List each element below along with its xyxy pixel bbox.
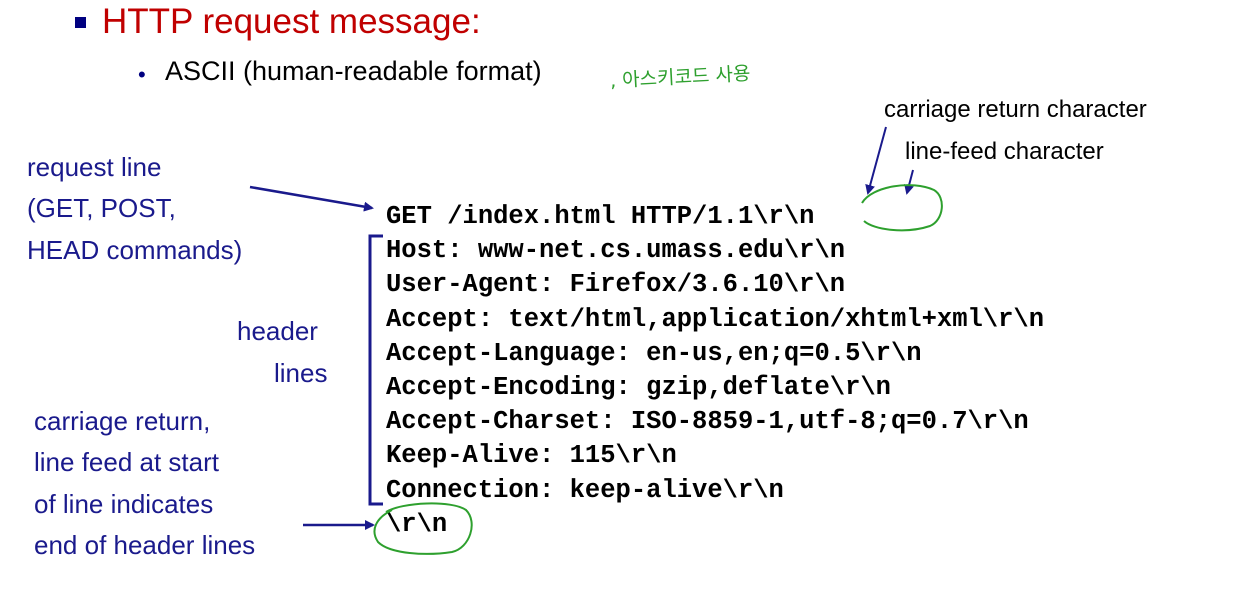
request-line: GET /index.html HTTP/1.1\r\n [386, 202, 815, 231]
request-line-label-1: request line [27, 152, 162, 182]
request-line-arrow [249, 185, 374, 212]
request-line-label-2: (GET, POST, [27, 193, 176, 223]
end-headers-label-4: end of header lines [34, 530, 256, 560]
subtitle-bullet: • [138, 62, 146, 87]
end-headers-label-1: carriage return, [34, 406, 211, 436]
blank-line-crlf: \r\n [386, 509, 448, 539]
subtitle: ASCII (human-readable format) [165, 56, 542, 86]
header-lines-label-1: header [237, 316, 318, 346]
handwritten-circle-crlf [861, 184, 943, 232]
end-headers-label-3: of line indicates [34, 489, 214, 519]
header-user-agent: User-Agent: Firefox/3.6.10\r\n [386, 270, 846, 300]
header-host: Host: www-net.cs.umass.edu\r\n [386, 236, 846, 266]
carriage-return-arrow [865, 126, 887, 195]
header-lines-bracket [368, 234, 383, 506]
carriage-return-label: carriage return character [884, 96, 1147, 123]
line-feed-label: line-feed character [905, 138, 1104, 165]
handwritten-circle-final-crlf [373, 502, 473, 555]
header-accept-charset: Accept-Charset: ISO-8859-1,utf-8;q=0.7\r… [386, 407, 1029, 437]
header-accept-encoding: Accept-Encoding: gzip,deflate\r\n [386, 373, 891, 403]
header-keep-alive: Keep-Alive: 115\r\n [386, 441, 677, 471]
header-lines-label-2: lines [274, 358, 328, 388]
request-line-label-3: HEAD commands) [27, 235, 243, 265]
end-headers-label-2: line feed at start [34, 447, 219, 477]
title-bullet [75, 17, 86, 28]
header-accept: Accept: text/html,application/xhtml+xml\… [386, 304, 1045, 334]
slide-title: HTTP request message: [102, 2, 481, 41]
line-feed-arrow [904, 169, 914, 195]
header-accept-language: Accept-Language: en-us,en;q=0.5\r\n [386, 338, 922, 368]
header-connection: Connection: keep-alive\r\n [386, 475, 784, 505]
